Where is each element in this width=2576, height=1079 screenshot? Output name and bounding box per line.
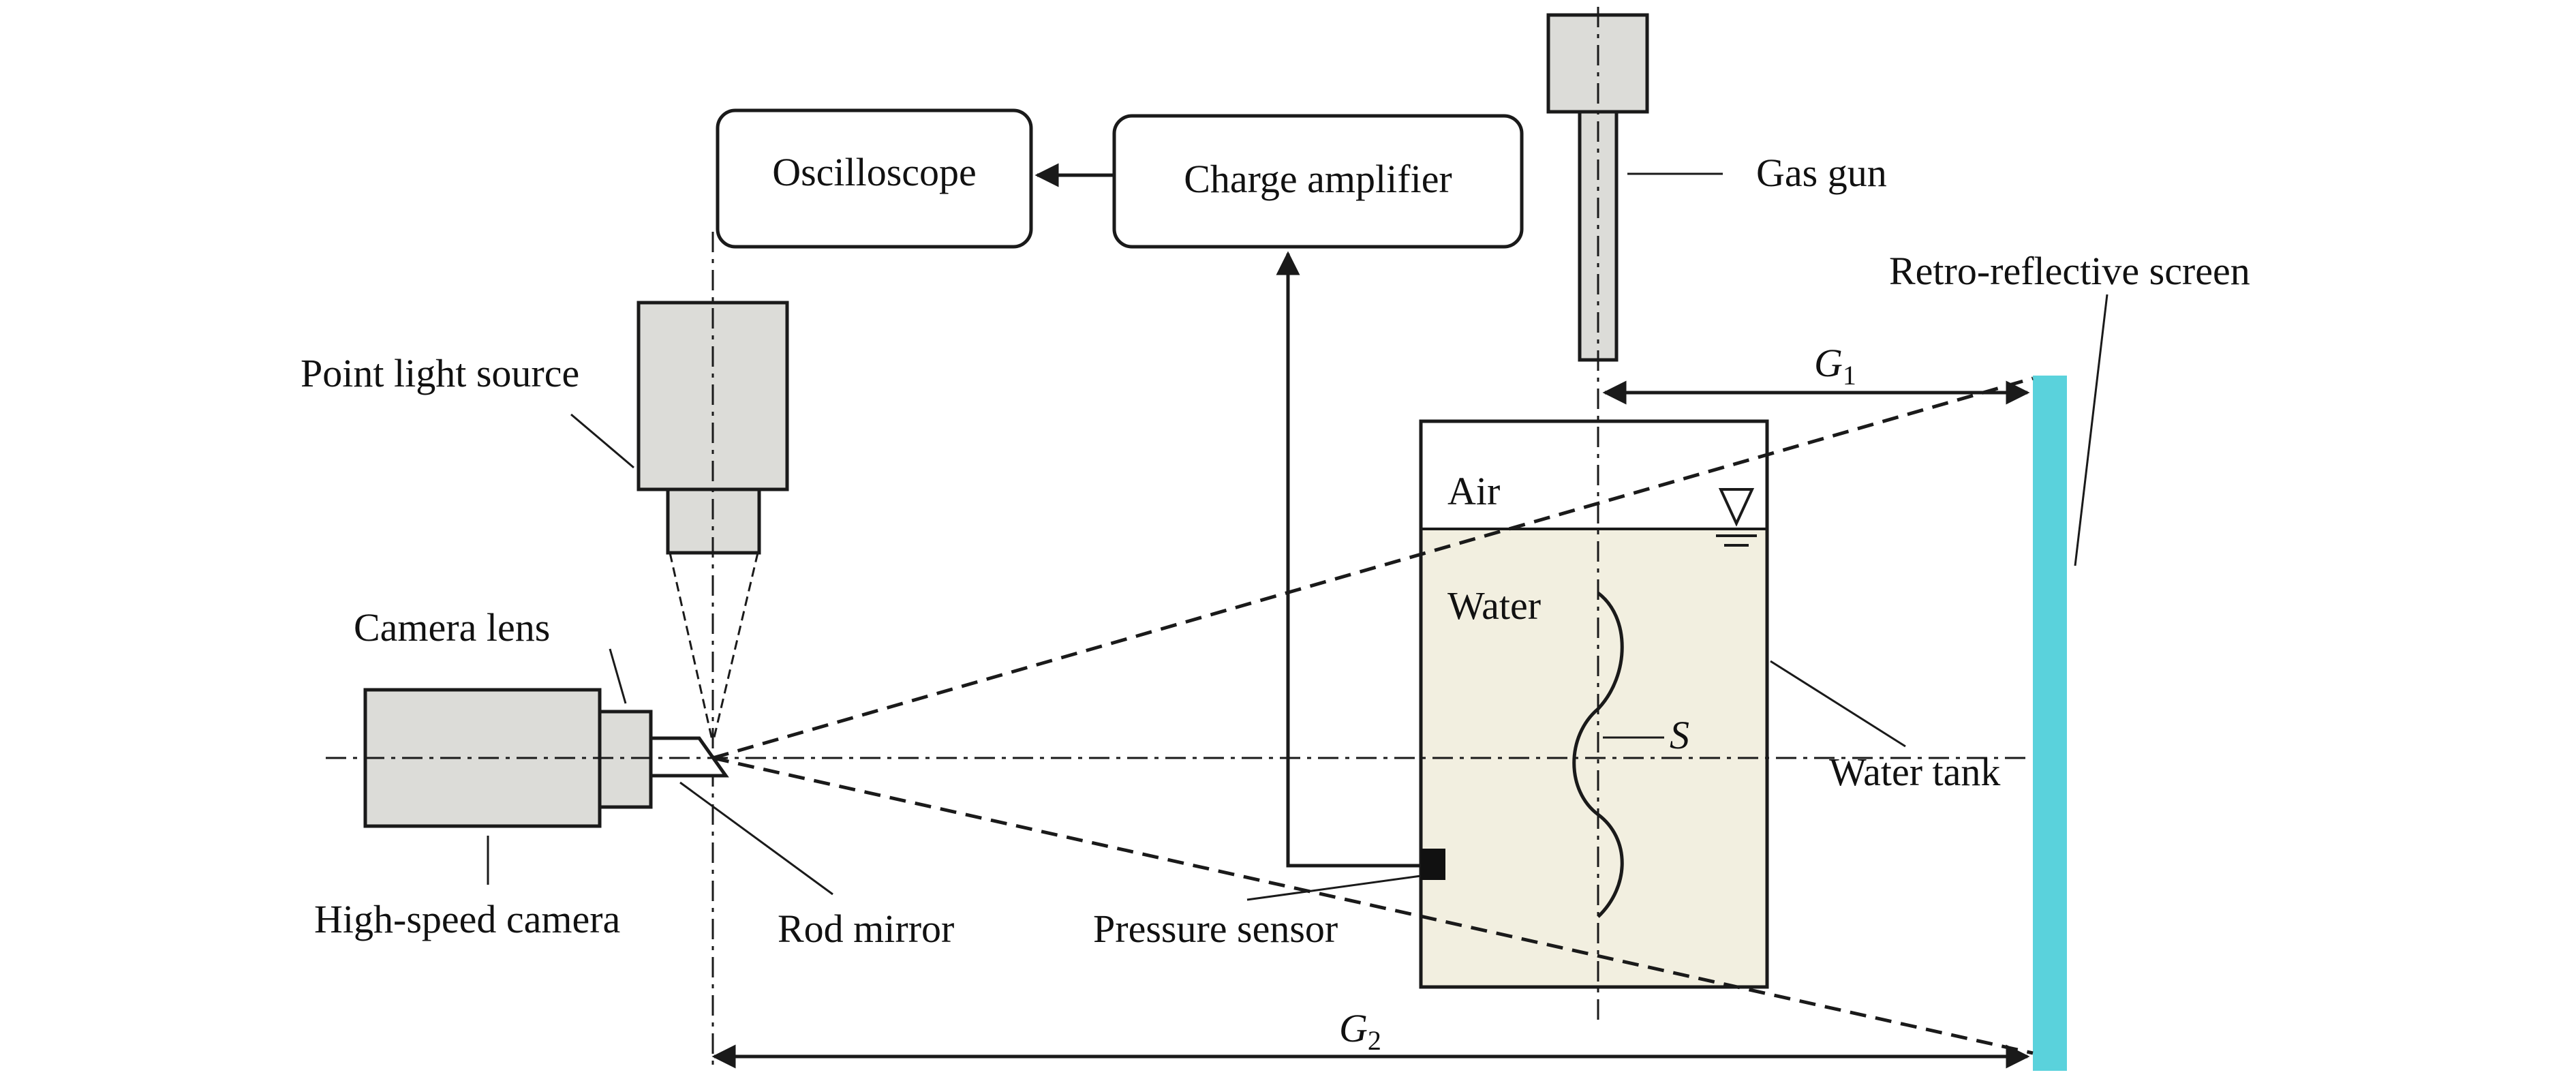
g1-label: G1 [1814, 341, 1856, 391]
retro-reflective-screen [2033, 376, 2067, 1071]
point-light-leader [570, 413, 634, 469]
charge-amplifier-label: Charge amplifier [1184, 157, 1452, 201]
retro-reflective-screen-label: Retro-reflective screen [1889, 249, 2250, 293]
ray-upper [712, 376, 2034, 760]
g2-subscript: 2 [1368, 1025, 1381, 1056]
point-light-source-label: Point light source [301, 351, 579, 395]
g1-subscript: 1 [1843, 360, 1856, 391]
air-label: Air [1447, 469, 1500, 513]
ray-lower [712, 756, 2034, 1055]
water-label: Water [1447, 583, 1541, 628]
charge-amplifier: Charge amplifier [1112, 114, 1524, 249]
camera-lens [598, 710, 653, 809]
camera-lens-leader [609, 648, 627, 704]
g1-symbol: G [1814, 341, 1843, 385]
high-speed-camera-label: High-speed camera [314, 897, 620, 941]
light-cone-right [711, 552, 759, 744]
tank-outline [1419, 419, 1769, 989]
shock-profile-s [1572, 591, 1624, 918]
oscilloscope-label: Oscilloscope [772, 150, 977, 194]
gas-gun-label: Gas gun [1756, 151, 1887, 195]
rod-mirror-leader [679, 781, 833, 896]
oscilloscope: Oscilloscope [716, 108, 1033, 249]
pressure-sensor-label: Pressure sensor [1093, 907, 1338, 951]
pressure-sensor [1421, 849, 1445, 880]
water-tank-leader [1770, 660, 1906, 748]
pressure-sensor-leader [1246, 875, 1422, 901]
water-tank-label: Water tank [1829, 750, 2000, 794]
water-level-symbol [1716, 488, 1757, 547]
sensor-cable-to-amplifier [1276, 251, 1421, 868]
screen-leader [2074, 294, 2109, 566]
light-cone-left [669, 552, 714, 744]
rod-mirror-label: Rod mirror [778, 907, 954, 951]
camera-lens-label: Camera lens [354, 605, 550, 650]
g2-symbol: G [1339, 1006, 1368, 1050]
s-label: S [1670, 713, 1689, 757]
g2-label: G2 [1339, 1006, 1381, 1056]
